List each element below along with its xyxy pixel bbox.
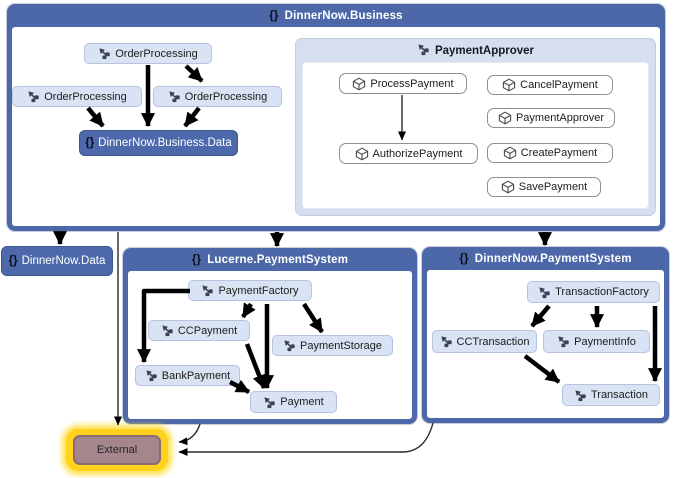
node-label: CreatePayment (520, 147, 598, 159)
container-header[interactable]: {} DinnerNow.PaymentSystem (422, 247, 669, 270)
node-dinnernow-data[interactable]: {} DinnerNow.Data (1, 246, 113, 276)
edge-paymentsystem-to-external (178, 422, 434, 456)
node-label: PaymentApprover (515, 112, 605, 124)
node-orderprocessing-right[interactable]: OrderProcessing (153, 86, 282, 107)
class-icon (201, 284, 214, 297)
class-icon (168, 90, 181, 103)
cube-icon (355, 147, 369, 161)
container-title: Lucerne.PaymentSystem (207, 253, 349, 266)
cube-icon (352, 77, 366, 91)
container-title: DinnerNow.PaymentSystem (474, 252, 632, 265)
class-icon (145, 369, 158, 382)
cube-icon (502, 78, 516, 92)
node-transaction[interactable]: Transaction (562, 384, 660, 406)
node-orderprocessing-top[interactable]: OrderProcessing (84, 43, 212, 64)
node-label: OrderProcessing (44, 90, 127, 103)
node-label: CancelPayment (520, 79, 598, 91)
node-label: BankPayment (161, 369, 231, 382)
cube-icon (503, 146, 517, 160)
node-label: Transaction (590, 389, 649, 401)
group-header[interactable]: PaymentApprover (296, 39, 655, 63)
class-icon (98, 47, 111, 60)
node-bankpayment[interactable]: BankPayment (135, 365, 240, 386)
class-icon (574, 389, 587, 402)
node-label: CCTransaction (456, 335, 530, 348)
namespace-icon: {} (8, 255, 18, 267)
node-paymentinfo[interactable]: PaymentInfo (543, 330, 650, 353)
class-icon (417, 43, 430, 59)
node-label: PaymentInfo (574, 335, 636, 348)
node-transactionfactory[interactable]: TransactionFactory (527, 281, 660, 303)
cube-icon (498, 111, 512, 125)
node-processpayment[interactable]: ProcessPayment (339, 73, 467, 94)
node-label: OrderProcessing (184, 90, 268, 103)
node-label: PaymentStorage (300, 339, 382, 352)
class-icon (263, 396, 276, 409)
node-label: OrderProcessing (115, 47, 198, 60)
node-label: Payment (280, 396, 324, 408)
node-orderprocessing-left[interactable]: OrderProcessing (12, 86, 142, 107)
node-cancelpayment[interactable]: CancelPayment (487, 75, 613, 95)
node-label: SavePayment (518, 181, 588, 193)
class-icon (161, 324, 174, 337)
class-icon (557, 335, 570, 348)
node-label: TransactionFactory (555, 286, 649, 298)
node-payment[interactable]: Payment (250, 391, 337, 413)
node-label: CCPayment (177, 324, 238, 337)
node-label: AuthorizePayment (372, 147, 463, 160)
node-savepayment[interactable]: SavePayment (487, 177, 601, 197)
node-createpayment[interactable]: CreatePayment (487, 143, 613, 163)
container-header[interactable]: {} Lucerne.PaymentSystem (123, 248, 417, 271)
cube-icon (501, 180, 515, 194)
node-authorizepayment[interactable]: AuthorizePayment (339, 143, 478, 164)
namespace-icon: {} (269, 9, 279, 22)
node-paymentapprover[interactable]: PaymentApprover (487, 108, 615, 128)
container-title: DinnerNow.Business (284, 9, 403, 22)
class-icon (538, 286, 551, 299)
class-icon (283, 339, 296, 352)
node-paymentfactory[interactable]: PaymentFactory (188, 280, 312, 301)
namespace-icon: {} (191, 253, 202, 266)
node-label: External (96, 444, 138, 456)
node-label: PaymentFactory (218, 284, 299, 297)
node-ccpayment[interactable]: CCPayment (148, 320, 250, 341)
node-label: ProcessPayment (370, 77, 454, 90)
edge-lucerne-to-external (178, 423, 201, 446)
group-title: PaymentApprover (434, 45, 535, 57)
container-header[interactable]: {} DinnerNow.Business (7, 4, 665, 27)
node-dinnernow-business-data[interactable]: {} DinnerNow.Business.Data (79, 130, 238, 156)
class-icon (440, 335, 453, 348)
node-external[interactable]: External (66, 429, 168, 471)
node-label: DinnerNow.Data (21, 255, 106, 267)
external-inner: External (73, 435, 161, 465)
node-cctransaction[interactable]: CCTransaction (432, 330, 537, 353)
class-icon (27, 90, 40, 103)
namespace-icon: {} (85, 137, 95, 149)
node-paymentstorage[interactable]: PaymentStorage (272, 335, 393, 356)
node-label: DinnerNow.Business.Data (98, 137, 232, 149)
namespace-icon: {} (459, 252, 469, 265)
